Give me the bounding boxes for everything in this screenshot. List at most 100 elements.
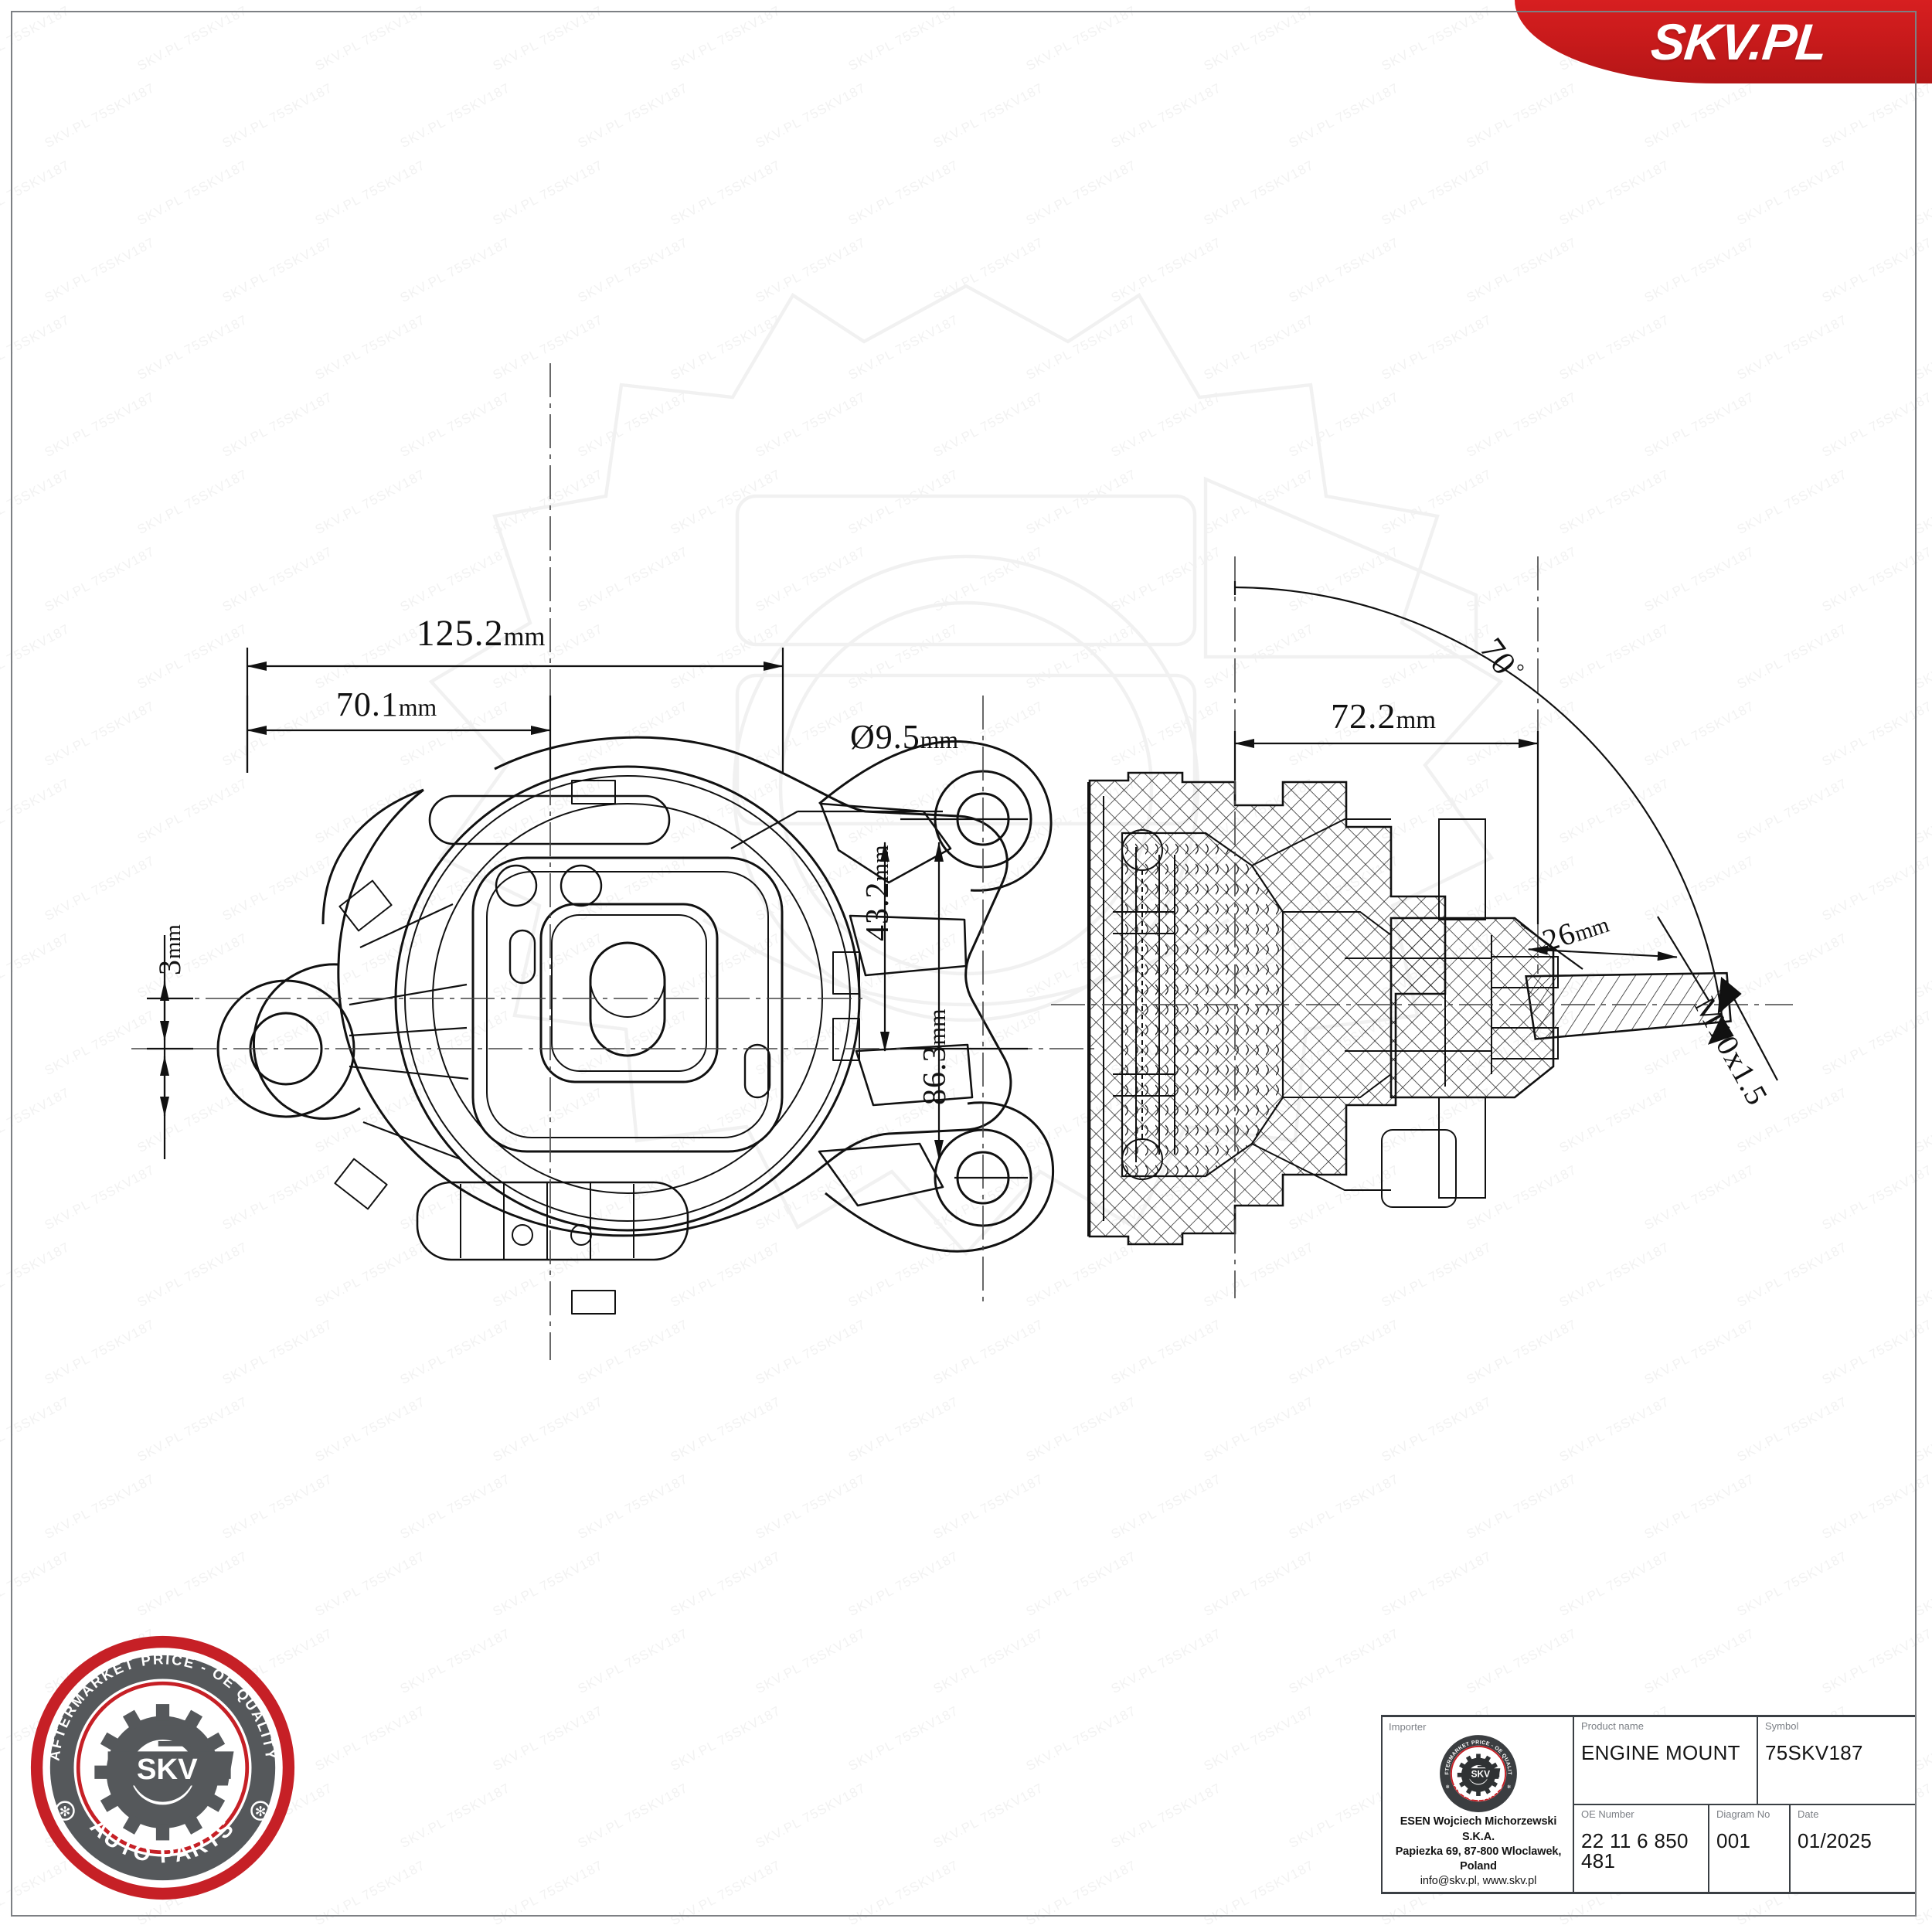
watermark-text: SKV.PL 75SKV187 (845, 1857, 961, 1929)
watermark-text: SKV.PL 75SKV187 (1912, 621, 1932, 692)
title-block-fields: Product name ENGINE MOUNT Symbol 75SKV18… (1574, 1717, 1915, 1892)
watermark-text: SKV.PL 75SKV187 (575, 1007, 691, 1079)
watermark-text: SKV.PL 75SKV187 (219, 234, 335, 306)
watermark-text: SKV.PL 75SKV187 (1108, 1625, 1224, 1697)
watermark-text: SKV.PL 75SKV187 (1108, 698, 1224, 770)
watermark-text: SKV.PL 75SKV187 (0, 157, 73, 229)
dim-stud-length: 26mm (1538, 912, 1613, 958)
watermark-text: SKV.PL 75SKV187 (0, 311, 73, 383)
badge-center-text: SKV (137, 1753, 198, 1786)
watermark-text: SKV.PL 75SKV187 (845, 2, 961, 74)
svg-text:✻: ✻ (1446, 1784, 1450, 1790)
watermark-text: SKV.PL 75SKV187 (1556, 157, 1672, 229)
watermark-text: SKV.PL 75SKV187 (1556, 466, 1672, 538)
watermark-text: SKV.PL 75SKV187 (1108, 1162, 1224, 1233)
watermark-text: SKV.PL 75SKV187 (1464, 234, 1580, 306)
watermark-text: SKV.PL 75SKV187 (312, 1239, 428, 1311)
watermark-text: SKV.PL 75SKV187 (1734, 466, 1850, 538)
watermark-text: SKV.PL 75SKV187 (42, 80, 158, 151)
watermark-text: SKV.PL 75SKV187 (1108, 1780, 1224, 1852)
watermark-text: SKV.PL 75SKV187 (845, 775, 961, 847)
watermark-text: SKV.PL 75SKV187 (312, 2, 428, 74)
watermark-text: SKV.PL 75SKV187 (1023, 157, 1139, 229)
watermark-text: SKV.PL 75SKV187 (1379, 1084, 1495, 1156)
watermark-text: SKV.PL 75SKV187 (1023, 930, 1139, 1002)
watermark-text: SKV.PL 75SKV187 (0, 930, 73, 1002)
watermark-text: SKV.PL 75SKV187 (1556, 775, 1672, 847)
watermark-text: SKV.PL 75SKV187 (1201, 466, 1317, 538)
watermark-text: SKV.PL 75SKV187 (575, 1780, 691, 1852)
watermark-text: SKV.PL 75SKV187 (0, 775, 73, 847)
symbol-value: 75SKV187 (1765, 1741, 1863, 1765)
watermark-text: SKV.PL 75SKV187 (668, 1702, 784, 1774)
watermark-text: SKV.PL 75SKV187 (1201, 775, 1317, 847)
watermark-text: SKV.PL 75SKV187 (490, 1393, 606, 1465)
watermark-text: SKV.PL 75SKV187 (668, 930, 784, 1002)
watermark-text: SKV.PL 75SKV187 (1286, 852, 1402, 924)
watermark-text: SKV.PL 75SKV187 (575, 389, 691, 461)
watermark-text: SKV.PL 75SKV187 (930, 1162, 1046, 1233)
watermark-text: SKV.PL 75SKV187 (753, 389, 869, 461)
watermark-text: SKV.PL 75SKV187 (1379, 1393, 1495, 1465)
watermark-text: SKV.PL 75SKV187 (1023, 775, 1139, 847)
watermark-text: SKV.PL 75SKV187 (1734, 311, 1850, 383)
auto-parts-badge: AFTERMARKET PRICE - OE QUALITY AUTO PART… (30, 1635, 295, 1900)
watermark-text: SKV.PL 75SKV187 (1819, 1162, 1932, 1233)
watermark-text: SKV.PL 75SKV187 (1912, 312, 1932, 383)
watermark-text: SKV.PL 75SKV187 (1819, 389, 1932, 461)
watermark-text: SKV.PL 75SKV187 (1641, 1625, 1757, 1697)
title-block: Importer AFTERMARKET PRICE - OE QUALITY … (1381, 1715, 1917, 1894)
watermark-text: SKV.PL 75SKV187 (1023, 1548, 1139, 1620)
watermark-text: SKV.PL 75SKV187 (1641, 1316, 1757, 1388)
watermark-text: SKV.PL 75SKV187 (219, 1316, 335, 1388)
watermark-text: SKV.PL 75SKV187 (1201, 621, 1317, 692)
watermark-text: SKV.PL 75SKV187 (1912, 1394, 1932, 1465)
watermark-text: SKV.PL 75SKV187 (0, 2, 73, 74)
watermark-text: SKV.PL 75SKV187 (668, 775, 784, 847)
watermark-text: SKV.PL 75SKV187 (1464, 698, 1580, 770)
watermark-text: SKV.PL 75SKV187 (1556, 1548, 1672, 1620)
date-caption: Date (1798, 1808, 1819, 1820)
watermark-text: SKV.PL 75SKV187 (753, 1316, 869, 1388)
date-cell: Date 01/2025 (1789, 1805, 1915, 1892)
watermark-text: SKV.PL 75SKV187 (490, 775, 606, 847)
logo-center-text: SKV (1471, 1769, 1491, 1780)
watermark-text: SKV.PL 75SKV187 (1201, 1702, 1317, 1774)
watermark-text: SKV.PL 75SKV187 (219, 1007, 335, 1079)
watermark-text: SKV.PL 75SKV187 (1464, 1007, 1580, 1079)
watermark-text: SKV.PL 75SKV187 (1108, 543, 1224, 615)
watermark-text: SKV.PL 75SKV187 (1286, 1007, 1402, 1079)
watermark-text: SKV.PL 75SKV187 (1201, 311, 1317, 383)
watermark-text: SKV.PL 75SKV187 (1108, 1007, 1224, 1079)
watermark-text: SKV.PL 75SKV187 (134, 2, 250, 74)
dim-hole-span-vertical: 86.3mm (917, 1009, 953, 1105)
watermark-text: SKV.PL 75SKV187 (1023, 2, 1139, 74)
dim-hole-spacing-width: 70.1mm (335, 685, 437, 723)
watermark-text: SKV.PL 75SKV187 (1286, 80, 1402, 151)
watermark-text: SKV.PL 75SKV187 (1641, 543, 1757, 615)
watermark-text: SKV.PL 75SKV187 (0, 621, 73, 692)
watermark-text: SKV.PL 75SKV187 (1641, 389, 1757, 461)
product-name-caption: Product name (1581, 1720, 1644, 1732)
watermark-text: SKV.PL 75SKV187 (312, 311, 428, 383)
watermark-text: SKV.PL 75SKV187 (312, 1702, 428, 1774)
watermark-text: SKV.PL 75SKV187 (575, 698, 691, 770)
watermark-text: SKV.PL 75SKV187 (1108, 389, 1224, 461)
watermark-text: SKV.PL 75SKV187 (1912, 776, 1932, 847)
watermark-text: SKV.PL 75SKV187 (1379, 466, 1495, 538)
watermark-text: SKV.PL 75SKV187 (42, 698, 158, 770)
watermark-text: SKV.PL 75SKV187 (397, 1780, 513, 1852)
watermark-text: SKV.PL 75SKV187 (753, 1471, 869, 1543)
oe-number-caption: OE Number (1581, 1808, 1634, 1820)
sheet-frame-border (11, 11, 1917, 1917)
brand-banner: SKV.PL (1515, 0, 1932, 83)
watermark-text: SKV.PL 75SKV187 (1201, 1084, 1317, 1156)
watermark-text: SKV.PL 75SKV187 (1379, 775, 1495, 847)
watermark-text: SKV.PL 75SKV187 (753, 1007, 869, 1079)
watermark-text: SKV.PL 75SKV187 (668, 466, 784, 538)
watermark-text: SKV.PL 75SKV187 (845, 157, 961, 229)
watermark-text: SKV.PL 75SKV187 (1641, 234, 1757, 306)
watermark-text: SKV.PL 75SKV187 (845, 1702, 961, 1774)
watermark-text: SKV.PL 75SKV187 (1023, 1857, 1139, 1929)
watermark-text: SKV.PL 75SKV187 (490, 466, 606, 538)
